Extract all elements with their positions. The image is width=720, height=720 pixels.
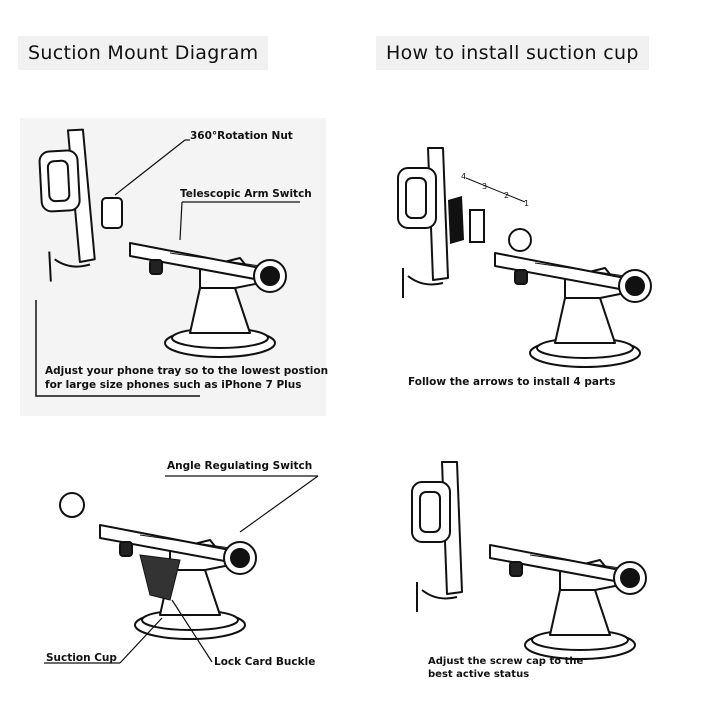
caption-adjust-screw-cap: Adjust the screw cap to the best active … — [428, 655, 583, 681]
part-number-4: 4 — [461, 172, 467, 181]
mount-diagram-top-right — [397, 147, 652, 368]
caption-line: for large size phones such as iPhone 7 P… — [45, 379, 302, 391]
mount-diagram-top-left — [35, 128, 300, 397]
caption-line: Adjust the screw cap to the — [428, 656, 584, 667]
title-suction-mount-diagram: Suction Mount Diagram — [18, 36, 269, 70]
label-telescopic-arm-switch: Telescopic Arm Switch — [180, 188, 312, 200]
label-suction-cup: Suction Cup — [46, 652, 117, 664]
label-angle-regulating-switch: Angle Regulating Switch — [167, 460, 313, 472]
title-how-to-install: How to install suction cup — [376, 36, 649, 70]
caption-line: Adjust your phone tray so to the lowest … — [45, 365, 329, 377]
part-number-3: 3 — [482, 182, 488, 191]
caption-follow-arrows: Follow the arrows to install 4 parts — [408, 376, 616, 388]
caption-adjust-tray: Adjust your phone tray so to the lowest … — [45, 364, 328, 392]
mount-diagram-bottom-right — [411, 461, 647, 660]
mount-diagram-bottom-left — [44, 475, 319, 664]
label-rotation-nut: 360°Rotation Nut — [190, 130, 293, 142]
part-number-1: 1 — [524, 199, 530, 208]
label-lock-card-buckle: Lock Card Buckle — [214, 656, 316, 668]
caption-line: best active status — [428, 669, 530, 680]
part-number-2: 2 — [504, 191, 510, 200]
